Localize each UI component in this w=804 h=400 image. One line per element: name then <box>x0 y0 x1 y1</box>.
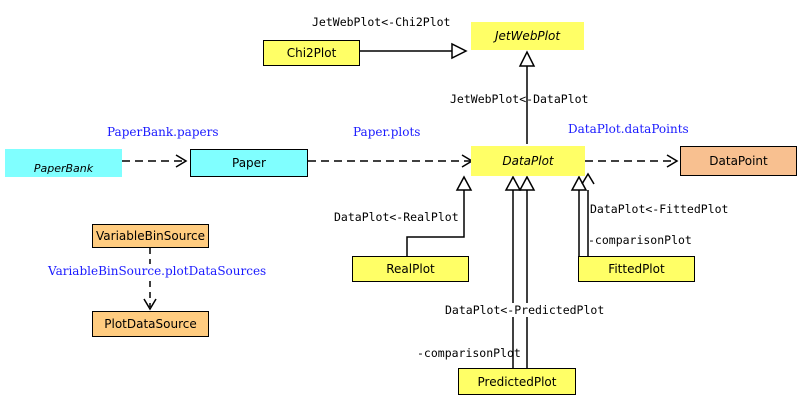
plotdatasource-label: PlotDataSource <box>104 317 197 331</box>
chi2plot-label: Chi2Plot <box>286 46 337 60</box>
label-paper-plots: Paper.plots <box>353 125 421 139</box>
realplot-class[interactable]: RealPlot <box>352 256 469 282</box>
predictedplot-label: PredictedPlot <box>477 374 557 389</box>
label-paperbank-papers: PaperBank.papers <box>107 125 219 139</box>
datapoint-label: DataPoint <box>709 154 768 168</box>
edge-chi2plot-jetwebplot <box>360 42 468 60</box>
edge-dataplot-jetwebplot <box>518 50 536 144</box>
label-variablebinsource-plotdatasources: VariableBinSource.plotDataSources <box>48 264 267 278</box>
label-dataplot-realplot: DataPlot<-RealPlot <box>334 210 459 224</box>
label-dataplot-predictedplot: DataPlot<-PredictedPlot <box>445 303 605 317</box>
label-dataplot-fittedplot: DataPlot<-FittedPlot <box>590 202 729 216</box>
dataplot-class[interactable]: DataPlot <box>471 146 585 176</box>
realplot-label: RealPlot <box>386 262 435 276</box>
paper-class[interactable]: Paper <box>190 149 308 177</box>
chi2plot-class[interactable]: Chi2Plot <box>263 40 360 66</box>
fittedplot-label: FittedPlot <box>608 262 665 276</box>
jetwebplot-label: JetWebPlot <box>494 29 561 43</box>
datapoint-class[interactable]: DataPoint <box>680 146 797 176</box>
variablebinsource-label: VariableBinSource <box>96 229 205 243</box>
dataplot-label: DataPlot <box>502 154 554 168</box>
paperbank-label: PaperBank <box>33 162 94 175</box>
edge-variablebinsource-plotdatasource <box>143 248 157 311</box>
edge-predictedplot-dataplot <box>504 175 536 368</box>
fittedplot-class[interactable]: FittedPlot <box>578 256 695 282</box>
paperbank-class[interactable]: PaperBank <box>5 149 122 177</box>
variablebinsource-class[interactable]: VariableBinSource <box>92 224 209 248</box>
label-dataplot-datapoints: DataPlot.dataPoints <box>568 122 689 136</box>
edge-fittedplot-dataplot <box>570 172 595 256</box>
edge-dataplot-datapoint <box>585 154 679 168</box>
edge-realplot-dataplot <box>406 175 473 256</box>
label-jetwebplot-chi2plot: JetWebPlot<-Chi2Plot <box>312 15 451 29</box>
label-jetwebplot-dataplot: JetWebPlot<-DataPlot <box>450 92 589 106</box>
edge-paper-dataplot <box>308 154 474 168</box>
jetwebplot-class[interactable]: JetWebPlot <box>471 22 584 50</box>
predictedplot-class[interactable]: PredictedPlot <box>458 368 576 395</box>
label-comparisonplot-predicted: -comparisonPlot <box>417 346 521 360</box>
paper-label: Paper <box>232 156 266 170</box>
label-comparisonplot-fitted: -comparisonPlot <box>588 233 692 247</box>
edge-paperbank-paper <box>122 154 188 168</box>
plotdatasource-class[interactable]: PlotDataSource <box>92 311 209 337</box>
